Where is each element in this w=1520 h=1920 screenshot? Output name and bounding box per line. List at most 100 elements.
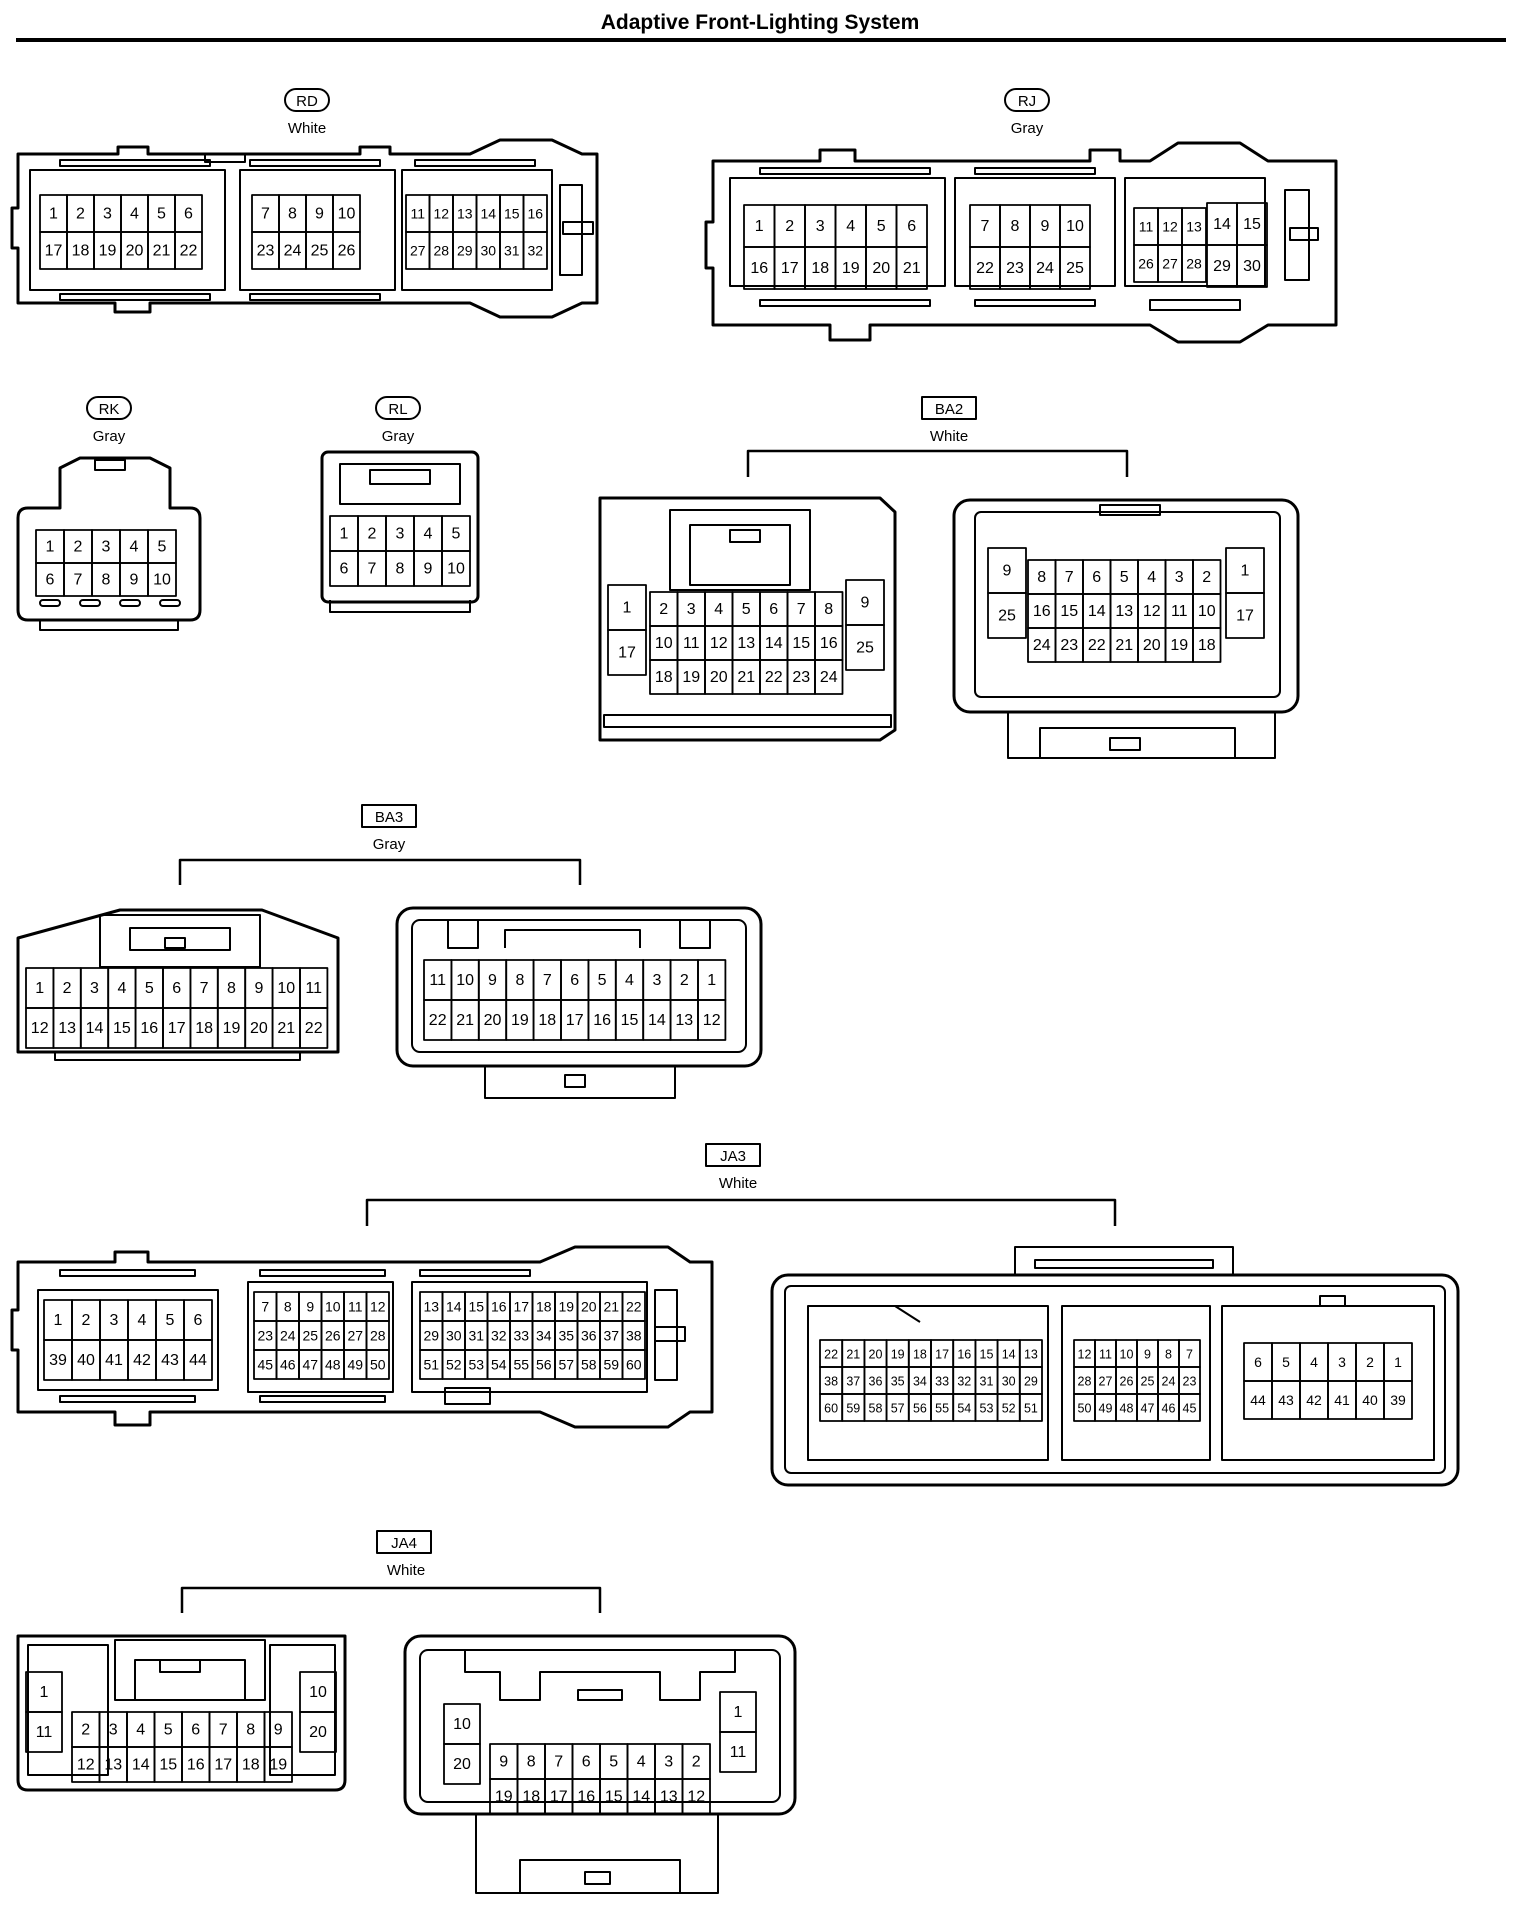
- pin-number: 4: [714, 601, 723, 618]
- ja3-code-tag: JA3: [705, 1143, 761, 1167]
- pin-number: 2: [692, 1754, 701, 1771]
- pin-number: 6: [582, 1754, 591, 1771]
- pin-number: 20: [581, 1299, 597, 1315]
- rd-pins-b-pin-25: 25: [305, 231, 334, 270]
- ja3-pins-l-b-pin-48: 48: [320, 1349, 345, 1380]
- rd-pins-b-pin-7: 7: [251, 194, 280, 233]
- pin-number: 13: [675, 1012, 693, 1029]
- pin-number: 1: [340, 526, 349, 543]
- pin-number: 1: [734, 1704, 743, 1721]
- ja3-pins-l-c-pin-33: 33: [509, 1320, 534, 1351]
- pin-number: 30: [1002, 1375, 1016, 1389]
- pin-number: 12: [703, 1012, 721, 1029]
- ja4-l-main-pin-9: 9: [263, 1711, 293, 1748]
- ja4-l-main-pin-14: 14: [126, 1746, 156, 1783]
- ba3-pins-l-pin-4: 4: [107, 967, 137, 1009]
- pin-number: 10: [1120, 1348, 1134, 1362]
- pin-number: 3: [1338, 1354, 1346, 1370]
- pin-number: 55: [935, 1402, 949, 1416]
- rd-pins-a-pin-20: 20: [120, 231, 149, 270]
- pin-number: 51: [423, 1357, 439, 1373]
- ba2-r-main-pin-14: 14: [1082, 593, 1112, 629]
- ja4-l-side-l-pin-1: 1: [25, 1671, 63, 1713]
- ba2-l-main-pin-7: 7: [786, 591, 816, 627]
- pin-number: 39: [49, 1352, 67, 1369]
- ja3-code: JA3: [720, 1148, 746, 1165]
- rd-pins-c-pin-27: 27: [405, 231, 431, 270]
- rk-pins-pin-8: 8: [91, 562, 121, 597]
- ba3-pins-r-pin-9: 9: [477, 959, 508, 1001]
- pin-number: 22: [824, 1348, 838, 1362]
- ja3-pins-r-b-pin-12: 12: [1073, 1339, 1096, 1368]
- pin-number: 7: [219, 1722, 228, 1739]
- pin-number: 12: [710, 635, 728, 652]
- rj-pins-c-pin-27: 27: [1157, 244, 1183, 283]
- rl-pins-pin-1: 1: [329, 515, 359, 552]
- pin-number: 21: [1115, 637, 1133, 654]
- ba3-pins-l-pin-6: 6: [162, 967, 192, 1009]
- pin-number: 16: [820, 635, 838, 652]
- pin-number: 14: [132, 1757, 150, 1774]
- ja3-pins-r-b-pin-46: 46: [1157, 1393, 1180, 1422]
- ja3-pins-l-c-pin-31: 31: [464, 1320, 489, 1351]
- ja4-left-housing: [16, 1634, 347, 1792]
- rk-code: RK: [99, 401, 120, 418]
- pin-number: 9: [254, 980, 263, 997]
- rd-pins-c-pin-32: 32: [522, 231, 548, 270]
- ja3-pins-r-a-pin-14: 14: [996, 1339, 1021, 1368]
- ja4-r-main-pin-9: 9: [489, 1743, 519, 1780]
- ba3-pins-r-pin-5: 5: [587, 959, 617, 1001]
- ja3-bracket: [365, 1198, 1117, 1226]
- ba3-pins-r-pin-14: 14: [642, 999, 672, 1041]
- ba3-pins-r-pin-21: 21: [450, 999, 480, 1041]
- pin-number: 27: [1162, 256, 1178, 272]
- ja3-pins-l-b-pin-7: 7: [253, 1291, 278, 1322]
- ja3-pins-l-a-pin-2: 2: [71, 1299, 101, 1341]
- ja3-pins-r-b-pin-10: 10: [1115, 1339, 1138, 1368]
- pin-number: 57: [558, 1357, 574, 1373]
- ba3-pins-r-pin-2: 2: [669, 959, 699, 1001]
- pin-number: 18: [811, 260, 829, 277]
- ba3-pins-l-pin-5: 5: [134, 967, 164, 1009]
- pin-number: 16: [593, 1012, 611, 1029]
- pin-number: 22: [976, 260, 994, 277]
- pin-number: 7: [261, 206, 270, 223]
- ja4-l-main-pin-6: 6: [181, 1711, 211, 1748]
- ja3-pins-r-a-pin-56: 56: [907, 1393, 932, 1422]
- pin-number: 5: [166, 1312, 175, 1329]
- pin-number: 19: [511, 1012, 529, 1029]
- rj-pins-b-pin-24: 24: [1029, 246, 1061, 290]
- ja3-pins-r-c-pin-3: 3: [1327, 1342, 1357, 1382]
- ja4-r-main-pin-13: 13: [654, 1778, 684, 1815]
- pin-number: 13: [737, 635, 755, 652]
- pin-number: 32: [527, 243, 543, 259]
- ba2-l-main-pin-11: 11: [676, 625, 706, 661]
- pin-number: 15: [792, 635, 810, 652]
- pin-number: 38: [824, 1375, 838, 1389]
- ja4-l-main-pin-8: 8: [236, 1711, 266, 1748]
- rd-pins-c-pin-30: 30: [475, 231, 501, 270]
- pin-number: 4: [424, 526, 433, 543]
- ja3-pins-r-c-pin-39: 39: [1383, 1380, 1413, 1420]
- rk-code-tag: RK: [86, 396, 132, 420]
- ja3-pins-r-a-pin-33: 33: [930, 1366, 955, 1395]
- pin-number: 15: [605, 1789, 623, 1806]
- pin-number: 13: [423, 1299, 439, 1315]
- ja3-pins-l-a-pin-4: 4: [127, 1299, 157, 1341]
- pin-number: 3: [396, 526, 405, 543]
- pin-number: 5: [742, 601, 751, 618]
- pin-number: 13: [1024, 1348, 1038, 1362]
- pin-number: 9: [424, 561, 433, 578]
- pin-number: 14: [648, 1012, 666, 1029]
- pin-number: 12: [1078, 1348, 1092, 1362]
- pin-number: 18: [913, 1348, 927, 1362]
- ja3-pins-l-c-pin-58: 58: [576, 1349, 601, 1380]
- pin-number: 32: [491, 1328, 507, 1344]
- ja4-r-main-pin-2: 2: [681, 1743, 711, 1780]
- ba2-l-side-l-pin-17: 17: [607, 629, 647, 676]
- ba2-bracket: [746, 449, 1129, 477]
